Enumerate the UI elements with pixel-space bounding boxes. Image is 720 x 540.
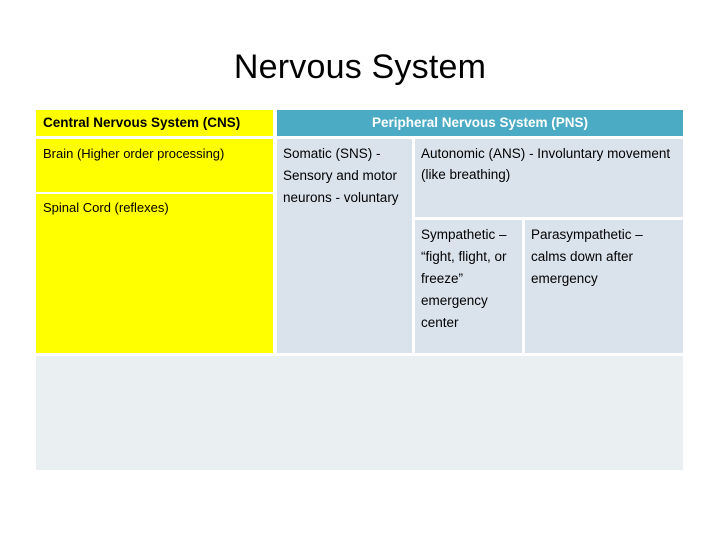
table-empty-row: [36, 356, 683, 470]
page-title: Nervous System: [233, 48, 487, 86]
table-cell-autonomic: Autonomic (ANS) - Involuntary movement (…: [415, 139, 683, 217]
table-header-cns: Central Nervous System (CNS): [36, 110, 273, 136]
table-cell-somatic: Somatic (SNS) - Sensory and motor neuron…: [277, 139, 412, 353]
table-cell-spinal-cord: Spinal Cord (reflexes): [36, 194, 273, 353]
table-cell-sympathetic: Sympathetic – “fight, flight, or freeze”…: [415, 220, 522, 353]
nervous-system-table: Central Nervous System (CNS) Peripheral …: [36, 110, 683, 470]
table-cell-parasympathetic: Parasympathetic – calms down after emerg…: [525, 220, 683, 353]
table-header-pns: Peripheral Nervous System (PNS): [277, 110, 683, 136]
table-cell-brain: Brain (Higher order processing): [36, 139, 273, 192]
